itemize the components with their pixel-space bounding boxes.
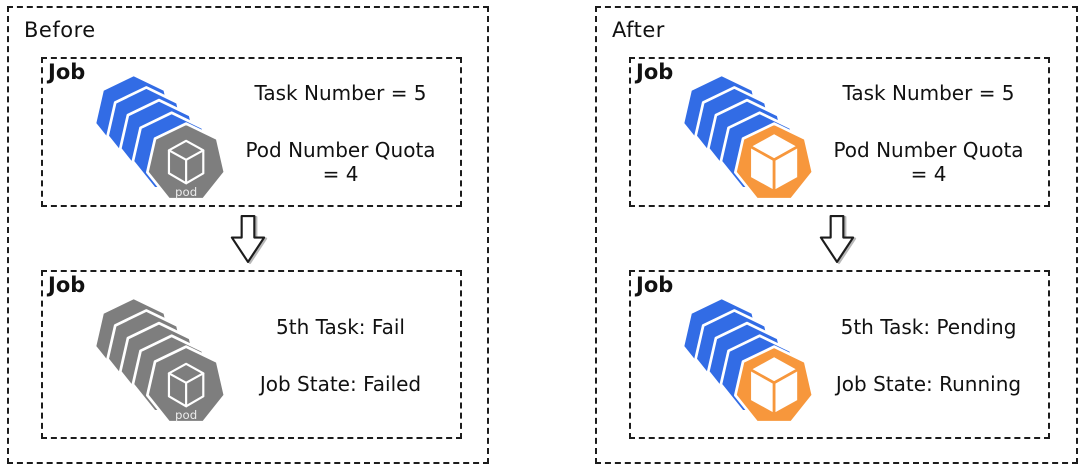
job-info: 5th Task: Fail Job State: Failed [237,315,460,396]
pod-stack-gray-icon: pod [93,295,227,424]
job-content: 5th Task: Pending Job State: Running [631,272,1048,437]
pod-cube-icon [748,131,800,193]
job-label: Job [636,273,674,297]
task-state-line: 5th Task: Fail [276,315,405,339]
pod-stack-blue-orange-icon [681,73,815,201]
before-panel: Before Job pod Task Number = 5 [7,6,489,464]
job-state-line: Job State: Running [835,372,1022,396]
job-info: 5th Task: Pending Job State: Running [825,315,1048,396]
down-arrow-icon [819,215,854,264]
task-state-line: 5th Task: Pending [840,315,1017,339]
job-box-before-top: Job pod Task Number = 5 Pod Number Quota… [41,57,462,207]
pod-quota-line: Pod Number Quota = 4 [245,137,436,186]
job-label: Job [48,60,86,84]
pod-cube-icon: pod [167,139,205,199]
job-content: pod Task Number = 5 Pod Number Quota = 4 [43,59,460,205]
job-box-before-bottom: Job pod 5th Task: Fail Job State: Failed [41,270,462,439]
job-label: Job [636,60,674,84]
job-label: Job [48,273,86,297]
pod-stack-blue-orange-icon [681,295,815,424]
job-box-after-bottom: Job 5th Task: Pending Job State: Running [629,270,1050,439]
pod-cube-icon: pod [167,362,205,421]
task-number-line: Task Number = 5 [254,80,427,105]
after-panel: After Job Task Number = 5 Pod Number Qu [595,6,1078,464]
pod-text: pod [175,185,197,199]
job-info: Task Number = 5 Pod Number Quota = 4 [237,81,460,186]
job-info: Task Number = 5 Pod Number Quota = 4 [825,81,1048,186]
job-content: Task Number = 5 Pod Number Quota = 4 [631,59,1048,205]
job-state-line: Job State: Failed [259,372,422,396]
pod-cube-icon [748,353,800,416]
down-arrow-icon [230,215,266,264]
job-box-after-top: Job Task Number = 5 Pod Number Quota = 4 [629,57,1050,207]
task-number-line: Task Number = 5 [842,80,1015,105]
job-content: pod 5th Task: Fail Job State: Failed [43,272,460,437]
panel-label-after: After [612,18,665,42]
pod-quota-line: Pod Number Quota = 4 [833,137,1024,186]
panel-label-before: Before [24,18,96,42]
pod-stack-blue-gray-icon: pod [93,73,227,201]
pod-text: pod [175,407,197,421]
